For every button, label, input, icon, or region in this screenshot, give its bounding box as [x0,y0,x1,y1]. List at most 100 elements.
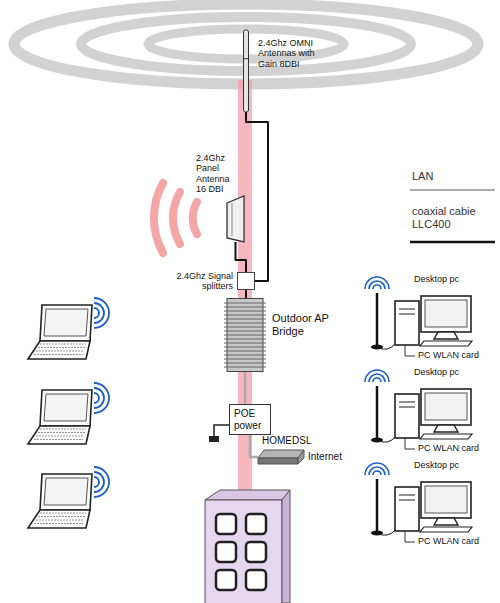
pc-tower [395,487,419,531]
wifi-wave [94,303,104,323]
antenna-rod [376,293,379,345]
keyboard-row [38,516,85,517]
building [205,490,290,603]
drive-bay [399,407,415,408]
laptop-screen [40,390,92,426]
drive-bay [399,500,415,501]
antenna-band [244,58,249,59]
laptop-base [28,341,90,359]
keyboard-row [34,354,83,355]
drive-bay [399,309,415,310]
signal-arc [193,202,197,234]
keyboard-row [36,351,84,352]
node-label: 2.4Ghz OMNI Antennas with Gain 8DBI [258,38,330,69]
power-plug [209,436,219,442]
pc-shape [392,481,474,533]
panel-ridge [232,203,233,236]
pc-node: Desktop pcPC WLAN card [392,481,474,533]
wifi-wave [94,298,109,328]
building-front [205,500,282,603]
keyboard-row [38,432,85,433]
keyboard-row [40,513,86,514]
pc-node: Desktop pcPC WLAN card [392,388,474,440]
leader-line [405,345,415,356]
building-window [216,514,236,534]
drive-bay [399,314,415,315]
laptop-display [44,478,88,505]
leader-line [405,531,415,542]
omni-node: 2.4Ghz OMNI Antennas with Gain 8DBI [241,30,251,112]
monitor-screen [425,486,467,513]
keyboard-row [36,520,84,521]
antenna-cable [377,529,396,535]
signal-arc [173,192,180,244]
monitor-stand [434,425,458,432]
cooling-fin [224,339,266,340]
wifi-wave [94,308,99,318]
node-label: 2.4Ghz Signal splitters [173,271,233,292]
antenna-rod [376,386,379,438]
node-label: Internet [308,451,358,463]
wifi-wave [365,370,389,382]
monitor-stand [434,332,458,339]
laptop-display [44,309,88,336]
ap-node: Outdoor AP Bridge [224,298,266,372]
pc-tower [395,301,419,345]
building-side [282,490,290,603]
dsl-node: HOMEDSLInternet [258,450,304,464]
antenna-cable [377,436,396,442]
laptop-icon [28,383,109,444]
keyboard-row [40,429,86,430]
omni-antenna-rod [244,30,249,112]
drive-bay [399,495,415,496]
modem-front [258,458,298,464]
wifi-wave [373,285,381,289]
wifi-wave [373,471,381,475]
node-label: Desktop pc [414,460,484,470]
wifi-wave [373,378,381,382]
splitter-box [238,273,255,290]
box-label: POE power [234,408,266,431]
cable-connector [246,112,268,281]
cooling-fin [224,359,266,360]
wifi-wave [94,467,109,497]
node-label: PC WLAN card [418,443,490,453]
cooling-fin [224,319,266,320]
monitor [421,389,471,425]
keyboard-row [36,436,84,437]
panel-antenna-body [227,196,244,242]
wifi-wave [94,477,99,487]
split-shape [237,272,255,290]
cooling-fin [224,347,266,348]
node-label: 2.4Ghz Panel Antenna 16 DBI [196,153,236,194]
keyboard-row [34,523,83,524]
signal-arc [154,183,163,253]
panel-shape [226,195,245,242]
drive-bay [399,402,415,403]
monitor [421,296,471,332]
pc-node: Desktop pcPC WLAN card [392,295,474,347]
wifi-wave [365,277,389,289]
cooling-fin [224,363,266,364]
wifi-wave [94,393,99,403]
laptop-screen [40,305,92,341]
node-label: Outdoor AP Bridge [272,312,334,337]
wifi-wave [365,463,389,475]
cooling-fin [224,331,266,332]
wifi-wave [369,467,385,475]
cooling-fin [224,351,266,352]
building-roof [205,490,290,500]
monitor-stand [434,518,458,525]
panel-node: 2.4Ghz Panel Antenna 16 DBI [226,195,245,242]
cooling-fin [224,315,266,316]
wifi-wave [94,383,109,413]
legend-line-sample [410,241,495,244]
power-cord [214,425,229,436]
monitor [421,482,471,518]
node-label: PC WLAN card [418,536,490,546]
cable-connector [236,242,247,272]
cooling-fin [224,335,266,336]
laptop-display [44,394,88,421]
building-window [246,570,266,590]
